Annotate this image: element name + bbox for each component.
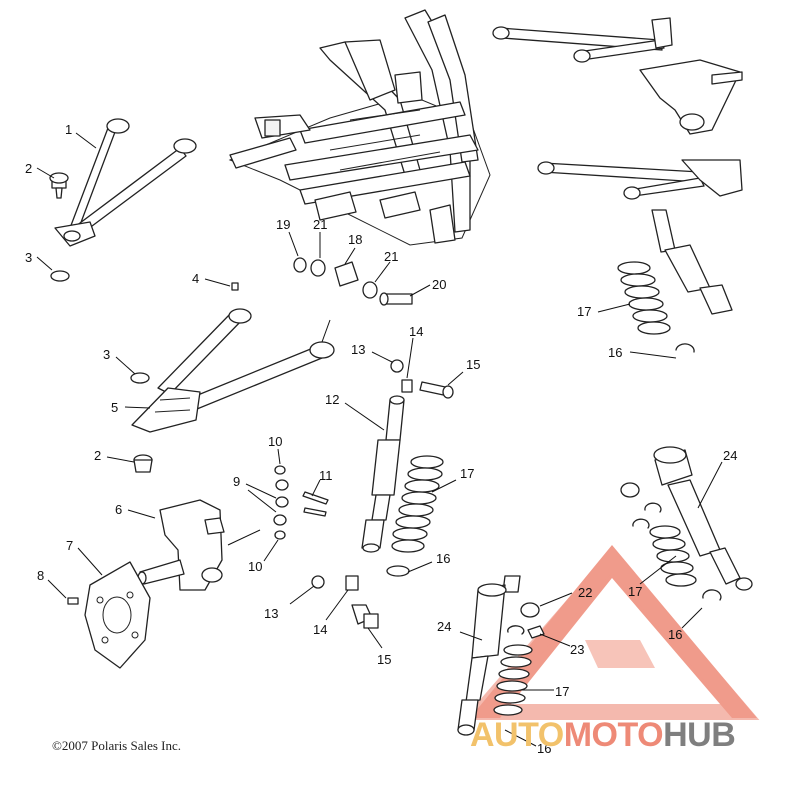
front-shock-absorber (361, 395, 405, 553)
rear-coil-spring-upper (617, 261, 671, 335)
knuckle-right (639, 59, 743, 135)
shock-small-parts-left (507, 602, 545, 639)
callout-16: 16 (608, 345, 622, 360)
front-spindle (137, 499, 225, 591)
spring-clip-right (675, 343, 695, 353)
shock-small-parts-right (620, 482, 722, 601)
callout-13: 13 (351, 342, 365, 357)
disc-bolt (67, 597, 79, 605)
spindle-fasteners (273, 465, 329, 540)
callout-15: 15 (466, 357, 480, 372)
callout-13: 13 (264, 606, 278, 621)
upper-a-arm-left (54, 118, 197, 247)
rear-shock-upper-right (651, 209, 733, 315)
screw-4 (231, 282, 239, 291)
callout-20: 20 (432, 277, 446, 292)
shock-mount-hardware-lower (311, 575, 379, 629)
callout-1: 1 (65, 122, 72, 137)
upper-control-arm-right (492, 17, 673, 63)
callout-9: 9 (233, 474, 240, 489)
brake-disc (84, 561, 151, 669)
callout-23: 23 (570, 642, 584, 657)
leader-lines (36, 132, 723, 747)
callout-4: 4 (192, 271, 199, 286)
shock-assembly-24-right (653, 446, 753, 591)
ball-joint-lower (133, 454, 153, 473)
callout-15: 15 (377, 652, 391, 667)
callout-11: 11 (319, 468, 333, 483)
callout-21: 21 (384, 249, 398, 264)
watermark-part-1: AUTO (470, 716, 564, 754)
callout-7: 7 (66, 538, 73, 553)
frame-assembly (228, 9, 491, 246)
lower-control-arm-right (537, 159, 743, 200)
callout-8: 8 (37, 568, 44, 583)
callout-19: 19 (276, 217, 290, 232)
ball-joint-upper (49, 172, 69, 199)
callout-6: 6 (115, 502, 122, 517)
callout-24: 24 (437, 619, 451, 634)
copyright-notice: ©2007 Polaris Sales Inc. (52, 738, 182, 753)
callout-21: 21 (313, 217, 327, 232)
callout-17: 17 (628, 584, 642, 599)
callout-16: 16 (537, 741, 551, 756)
callout-16: 16 (668, 627, 682, 642)
watermark-wordmark: AUTOMOTOHUB (470, 716, 736, 755)
callout-22: 22 (578, 585, 592, 600)
callout-16: 16 (436, 551, 450, 566)
callout-14: 14 (313, 622, 327, 637)
callout-10: 10 (268, 434, 282, 449)
rear-coil-spring-right (649, 525, 697, 587)
pivot-hardware-upper (293, 257, 413, 306)
retaining-ring-upper (50, 270, 70, 282)
watermark-part-3: HUB (663, 716, 736, 754)
callout-17: 17 (577, 304, 591, 319)
callout-12: 12 (325, 392, 339, 407)
watermark-part-2: MOTO (563, 716, 664, 754)
callout-10: 10 (248, 559, 262, 574)
callout-14: 14 (409, 324, 423, 339)
shock-mount-hardware-upper (390, 359, 454, 399)
callout-17: 17 (460, 466, 474, 481)
front-coil-spring (391, 455, 444, 553)
spring-retainer-front (386, 565, 410, 577)
callout-17: 17 (555, 684, 569, 699)
callout-2: 2 (25, 161, 32, 176)
rear-coil-spring-left (493, 644, 533, 716)
retaining-ring-lower (130, 372, 150, 384)
callout-24: 24 (723, 448, 737, 463)
callout-3: 3 (103, 347, 110, 362)
callout-3: 3 (25, 250, 32, 265)
callout-2: 2 (94, 448, 101, 463)
callout-5: 5 (111, 400, 118, 415)
lower-a-arm-left (131, 308, 335, 433)
callout-18: 18 (348, 232, 362, 247)
